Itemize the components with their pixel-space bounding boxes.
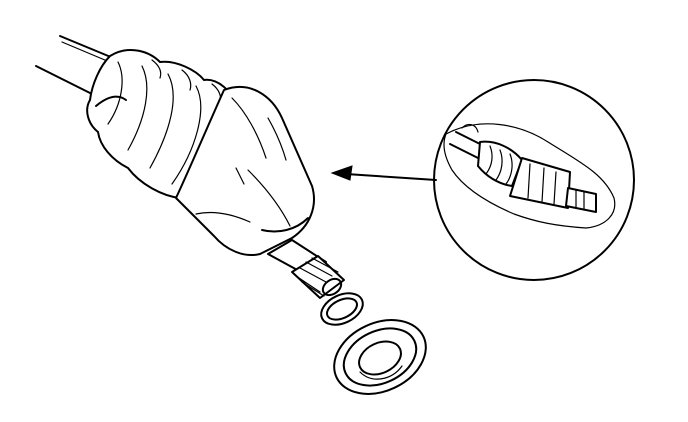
cv-joint-housing — [175, 85, 315, 256]
oil-seal — [333, 319, 427, 395]
inset-detail — [433, 79, 635, 281]
circlip — [320, 292, 364, 326]
callout-arrow — [330, 165, 437, 181]
splined-stub-shaft — [267, 239, 345, 299]
drive-shaft — [35, 35, 119, 99]
